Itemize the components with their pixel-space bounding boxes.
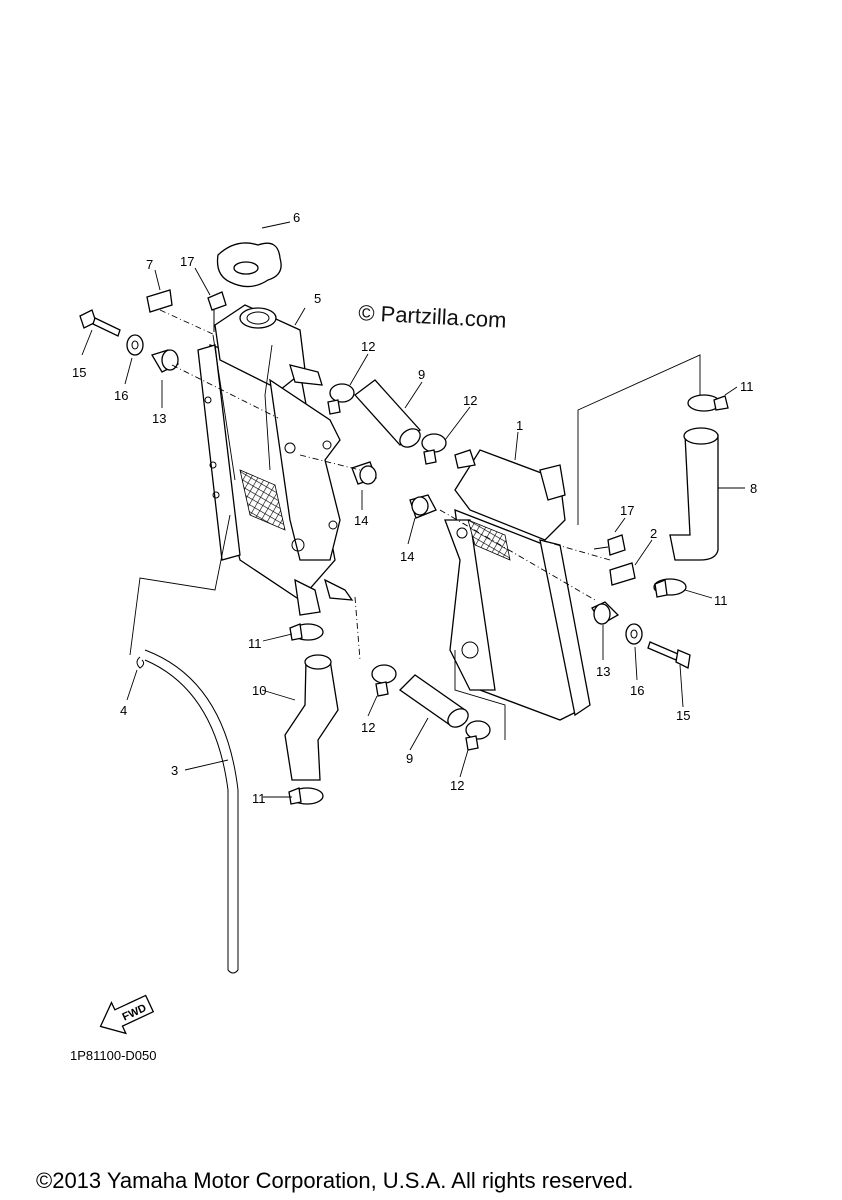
- callout-12-lower-right[interactable]: 12: [450, 778, 464, 793]
- callout-12-upper-right[interactable]: 12: [463, 393, 477, 408]
- callout-11-upper-left[interactable]: 11: [248, 636, 262, 651]
- washer-16-right[interactable]: [625, 623, 643, 645]
- callout-16-left[interactable]: 16: [114, 388, 128, 403]
- hose-10-curved[interactable]: [284, 654, 339, 781]
- diagram-code: 1P81100-D050: [70, 1048, 157, 1063]
- hose-9-upper[interactable]: [354, 379, 424, 451]
- bolt-15-left[interactable]: [79, 309, 121, 337]
- forward-arrow-icon: FWD: [99, 994, 155, 1035]
- callout-5[interactable]: 5: [314, 291, 321, 306]
- clamp-11-top-right[interactable]: [687, 394, 729, 412]
- callout-13-right[interactable]: 13: [596, 664, 610, 679]
- clamp-12-upper-right[interactable]: [421, 433, 447, 465]
- grommet-13-left[interactable]: [151, 349, 179, 373]
- left-radiator[interactable]: [197, 304, 354, 616]
- callout-3[interactable]: 3: [171, 763, 178, 778]
- callout-1[interactable]: 1: [516, 418, 523, 433]
- hose-8-bent[interactable]: [669, 427, 719, 561]
- clamp-12-lower-left[interactable]: [371, 664, 397, 697]
- callout-6[interactable]: 6: [293, 210, 300, 225]
- callout-13-left[interactable]: 13: [152, 411, 166, 426]
- clip-4[interactable]: [136, 656, 145, 669]
- damper-pad-right[interactable]: [609, 562, 636, 586]
- watermark-text: © Partzilla.com: [358, 300, 507, 333]
- bolt-15-right[interactable]: [647, 641, 691, 669]
- callout-11-top-right[interactable]: 11: [740, 379, 754, 394]
- copyright-notice: ©2013 Yamaha Motor Corporation, U.S.A. A…: [36, 1168, 633, 1193]
- collar-14-right[interactable]: [409, 494, 437, 519]
- callout-15-left[interactable]: 15: [72, 365, 86, 380]
- clamp-11-lower-left[interactable]: [288, 787, 324, 805]
- hose-9-lower[interactable]: [398, 674, 472, 731]
- assembly-lines: [129, 309, 701, 740]
- callout-12-upper-left[interactable]: 12: [361, 339, 375, 354]
- callout-16-right[interactable]: 16: [630, 683, 644, 698]
- collar-14-left[interactable]: [351, 461, 377, 485]
- grommet-13-right[interactable]: [591, 601, 620, 625]
- right-radiator[interactable]: [444, 449, 591, 721]
- callout-8[interactable]: 8: [750, 481, 757, 496]
- bolt-17-right[interactable]: [593, 534, 626, 556]
- clamp-11-mid-right[interactable]: [653, 578, 687, 598]
- overflow-tube[interactable]: [144, 649, 239, 974]
- callout-7[interactable]: 7: [146, 257, 153, 272]
- callout-leaders: [81, 221, 745, 798]
- callout-9-lower[interactable]: 9: [406, 751, 413, 766]
- callout-11-lower-left[interactable]: 11: [252, 791, 266, 806]
- callout-12-lower-left[interactable]: 12: [361, 720, 375, 735]
- clamp-12-lower-right[interactable]: [465, 720, 491, 751]
- clamp-11-upper-left[interactable]: [289, 623, 324, 641]
- callout-15-right[interactable]: 15: [676, 708, 690, 723]
- clamp-12-upper-left[interactable]: [327, 383, 355, 415]
- callout-4[interactable]: 4: [120, 703, 127, 718]
- radiator-cap[interactable]: [216, 242, 282, 288]
- callout-17-left[interactable]: 17: [180, 254, 194, 269]
- damper-pad-top[interactable]: [146, 289, 173, 313]
- callout-14-right[interactable]: 14: [400, 549, 414, 564]
- callout-14-left[interactable]: 14: [354, 513, 368, 528]
- callout-17-right[interactable]: 17: [620, 503, 634, 518]
- washer-16-left[interactable]: [126, 334, 144, 356]
- callout-9-upper[interactable]: 9: [418, 367, 425, 382]
- callout-10[interactable]: 10: [252, 683, 266, 698]
- callout-11-mid-right[interactable]: 11: [714, 593, 728, 608]
- callout-2[interactable]: 2: [650, 526, 657, 541]
- callout-labels: 1 2 3 4 5 6 7 8 9 9 10 11 11 11 11 12 12…: [72, 210, 757, 806]
- bolt-17-left[interactable]: [207, 291, 227, 332]
